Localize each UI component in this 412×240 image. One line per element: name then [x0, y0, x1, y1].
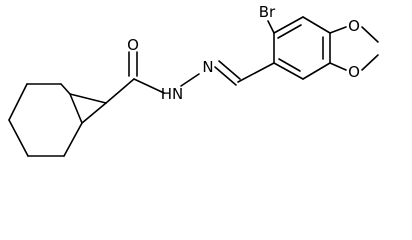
dioxole-oxygen-bottom-label: O: [348, 63, 360, 81]
imine-nitrogen-label: N: [202, 58, 213, 76]
chemical-structure-diagram: O HN N Br O O: [8, 3, 379, 157]
bromine-label: Br: [259, 3, 276, 21]
c-br-bond: [267, 20, 275, 34]
amide-nitrogen-label: HN: [161, 85, 184, 103]
molecule-drawing: O HN N Br O O: [8, 3, 379, 157]
dioxole-ring: [329, 26, 379, 71]
carbonyl-oxygen-label: O: [127, 36, 139, 54]
dioxole-oxygen-top-label: O: [348, 17, 360, 35]
hydrazone-linker: [105, 51, 275, 104]
benzene-ring: [273, 16, 331, 80]
cyclohexane-ring: [8, 83, 83, 157]
cyclopropane-ring: [69, 93, 107, 124]
